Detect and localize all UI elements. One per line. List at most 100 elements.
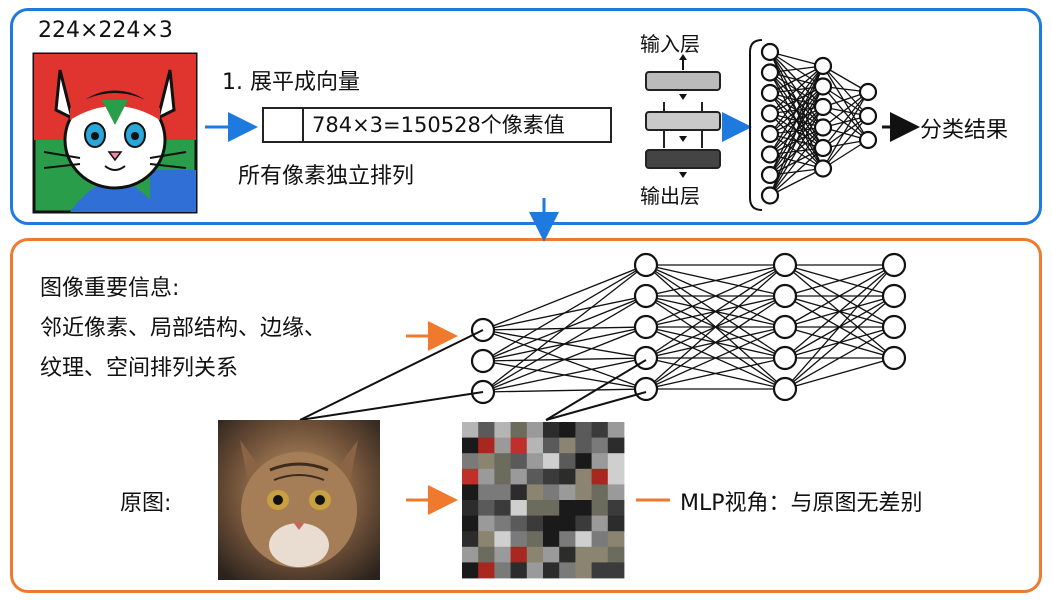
pixel-cell: [462, 437, 479, 454]
pixel-cell: [559, 437, 576, 454]
pixel-cell: [494, 515, 511, 532]
large-network-connection: [645, 264, 786, 390]
pixel-cell: [543, 515, 560, 532]
input-layer-label: 输入层: [640, 32, 700, 56]
small-network-connection: [769, 65, 824, 114]
pixel-cell: [607, 468, 625, 485]
pixel-cell: [575, 484, 592, 501]
pixel-cell: [494, 453, 511, 470]
pixel-cell: [575, 531, 592, 548]
small-network-connection: [822, 115, 869, 149]
large-network-connection: [784, 326, 895, 390]
small-network-node: [760, 145, 780, 164]
pixel-cell: [591, 468, 609, 485]
pixel-cell: [510, 500, 528, 516]
pixel-cell: [526, 500, 544, 516]
pixel-cell: [591, 453, 609, 470]
small-network-connection: [769, 106, 824, 196]
large-network-connection: [645, 264, 786, 297]
pixel-cell: [510, 515, 528, 532]
pixel-cell: [543, 453, 560, 470]
pixel-cell: [559, 546, 576, 563]
pixel-cell: [462, 484, 479, 501]
shuffled-pixel-grid: [462, 422, 625, 579]
pixel-cell: [559, 453, 576, 470]
pixel-cell: [543, 500, 560, 516]
pixel-cell: [591, 500, 609, 516]
large-network-connection: [482, 264, 647, 393]
large-network-connection: [645, 264, 786, 328]
large-network-connection: [645, 264, 786, 359]
small-network-connection: [822, 65, 869, 117]
pixel-cell: [559, 484, 576, 501]
pixel-cell: [591, 531, 609, 548]
pixel-cell: [510, 468, 528, 485]
important-info-line-1: 邻近像素、局部结构、边缘、: [40, 316, 327, 341]
pixel-cell: [575, 562, 592, 579]
important-info-line-2: 纹理、空间排列关系: [40, 356, 239, 381]
small-network-node: [813, 97, 833, 117]
pixel-cell: [575, 453, 592, 470]
small-network-connection: [769, 86, 824, 196]
pixel-cell: [462, 546, 479, 563]
small-network-connection: [822, 91, 869, 169]
pixel-cell: [607, 515, 625, 532]
small-network-node: [858, 130, 878, 150]
small-network-node: [813, 56, 833, 76]
flatten-step-label: 1. 展平成向量: [222, 70, 360, 95]
important-info-title: 图像重要信息:: [40, 276, 180, 301]
pixel-cell: [543, 437, 560, 454]
pixel-cell: [559, 531, 576, 548]
pixel-cell: [510, 437, 528, 454]
pixel-cell: [607, 546, 625, 563]
pixel-cell: [478, 531, 495, 548]
pixel-cell: [526, 468, 544, 485]
pixel-cell: [575, 500, 592, 516]
pixel-cell: [494, 546, 511, 563]
pixel-cell: [591, 546, 609, 563]
large-network-connection: [784, 264, 895, 390]
pixel-cell: [462, 515, 479, 532]
pixel-cell: [510, 546, 528, 563]
large-network-connection: [482, 357, 647, 393]
pixel-cell: [543, 531, 560, 548]
large-network-node: [881, 283, 907, 309]
large-network-node: [772, 345, 798, 371]
pixel-cell: [591, 422, 609, 438]
pixel-cell: [462, 531, 479, 548]
pixel-cell: [462, 562, 479, 579]
pixels-to-network-line: [545, 391, 647, 421]
pixel-cell: [543, 422, 560, 438]
pixel-cell: [526, 453, 544, 470]
small-network-connection: [822, 115, 869, 169]
pixel-cell: [478, 515, 495, 532]
pixel-cell: [591, 562, 609, 579]
large-network-node: [772, 376, 798, 402]
large-network-node: [881, 252, 907, 278]
original-image-label: 原图:: [120, 491, 172, 516]
pixel-cell: [575, 422, 592, 438]
pixel-cell: [510, 422, 528, 438]
large-network-connection: [645, 357, 786, 390]
pixel-cell: [478, 422, 495, 438]
pixel-cell: [462, 468, 479, 485]
classification-result-label: 分类结果: [920, 118, 1009, 143]
pixel-cell: [510, 484, 528, 501]
small-network-node: [760, 42, 780, 62]
pixel-cell: [591, 437, 609, 454]
pixel-cell: [559, 515, 576, 532]
large-network-connection: [645, 326, 786, 390]
layer-stack-icon: [645, 54, 721, 178]
pixel-cell: [478, 546, 495, 563]
large-network-connection: [482, 295, 647, 393]
vector-first-cell: [264, 109, 304, 141]
small-network-connection: [769, 51, 824, 67]
pixel-cell: [543, 562, 560, 579]
small-network-node: [813, 138, 833, 158]
pixel-cell: [494, 562, 511, 579]
pixel-cell: [526, 546, 544, 563]
small-network-connection: [769, 65, 824, 94]
small-network-node: [813, 118, 833, 137]
pixel-cell: [526, 437, 544, 454]
